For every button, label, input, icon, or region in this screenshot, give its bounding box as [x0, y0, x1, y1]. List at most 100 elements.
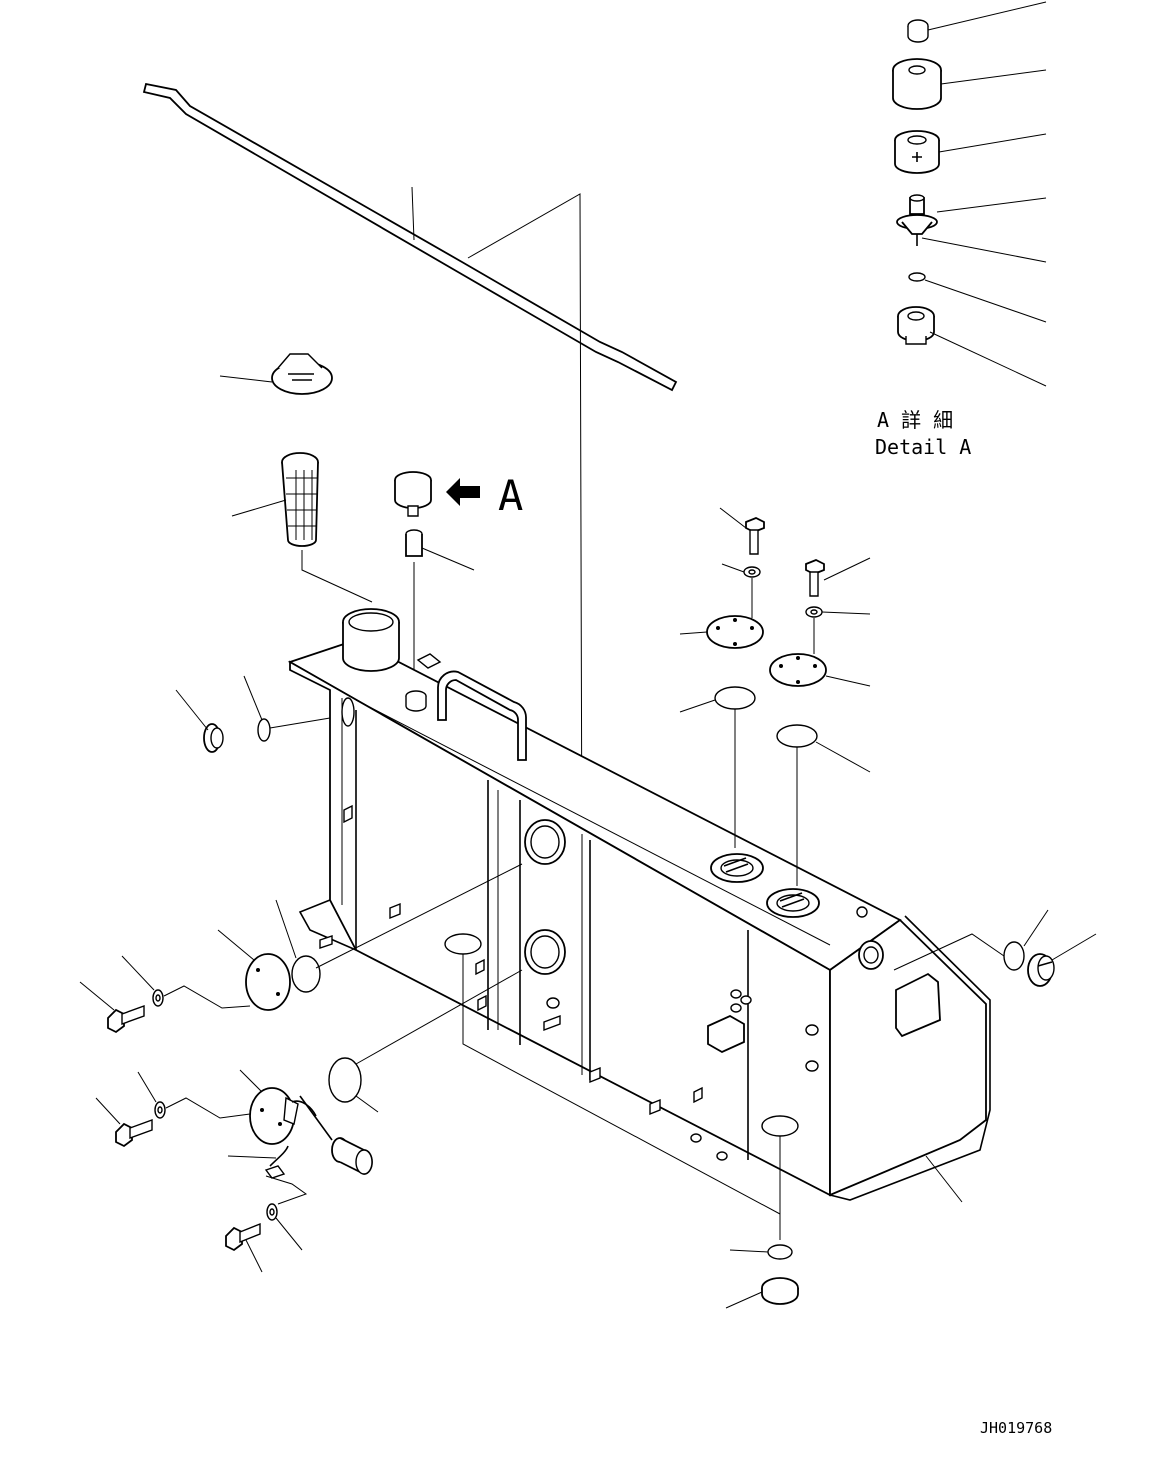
handle-pipe-part	[437, 670, 527, 761]
sight-gauge-lower-part	[524, 929, 566, 975]
washer-top-right-part	[805, 606, 823, 618]
cover-plate-right-part	[769, 653, 827, 687]
leader-line	[239, 1069, 263, 1093]
view-marker-label: A	[498, 471, 523, 520]
reference-line	[301, 550, 373, 603]
nut-part	[405, 690, 427, 712]
bolt-left-1-part	[107, 1005, 145, 1034]
adapter-part	[405, 529, 423, 557]
reference-line	[355, 969, 523, 1065]
bolt-top-left-part	[745, 517, 765, 555]
drain-plug-upper-left-part	[203, 723, 224, 753]
view-arrow-icon	[446, 478, 480, 506]
leader-line	[936, 197, 1047, 213]
bolt-left-3-part	[225, 1222, 261, 1252]
end-cover-plate-part	[895, 972, 941, 1038]
sight-gauge-upper-part	[524, 819, 566, 865]
detail-nut-part	[897, 306, 935, 345]
drain-plug-bottom-part	[761, 1277, 799, 1305]
reference-line	[269, 717, 331, 729]
gasket-right-part	[776, 724, 818, 748]
fuel-sender-part	[249, 1087, 317, 1145]
float-arm-part	[299, 1095, 333, 1141]
detail-breather-part	[894, 130, 940, 174]
leader-line	[79, 981, 115, 1011]
leader-line	[95, 1097, 121, 1125]
reference-line	[315, 863, 523, 969]
drawing-number: JH019768	[980, 1419, 1052, 1437]
reference-line	[265, 1175, 308, 1205]
leader-line	[245, 1239, 263, 1273]
leader-line	[927, 1, 1047, 31]
gasket-lower-left-part	[291, 955, 321, 993]
gasket-upper-left-part	[257, 718, 271, 742]
leader-line	[275, 1217, 303, 1251]
gasket-bottom-part	[767, 1244, 793, 1260]
fuel-tank-body	[287, 639, 991, 1201]
leader-line	[217, 929, 255, 961]
leader-line	[231, 499, 287, 517]
leader-line	[821, 611, 871, 615]
detail-a-parts	[892, 1, 1047, 387]
leader-line	[719, 507, 747, 529]
leader-line	[227, 1155, 277, 1159]
leader-line	[925, 1155, 963, 1203]
washer-top-left-part	[743, 566, 761, 578]
leader-line	[355, 1095, 379, 1113]
leader-line	[721, 563, 745, 573]
top-flange-left-part	[710, 853, 764, 883]
strainer-part	[281, 452, 319, 547]
bottom-opening-left-part	[444, 933, 482, 955]
leader-line	[725, 1291, 763, 1309]
reference-line	[163, 985, 251, 1009]
filler-neck-part	[342, 608, 400, 672]
float-part	[331, 1137, 373, 1175]
detail-cap-part	[907, 19, 929, 43]
end-port-part	[858, 940, 884, 970]
bracket-part	[416, 653, 442, 669]
drain-plug-right-end-part	[1027, 953, 1055, 987]
leader-line	[275, 899, 297, 959]
leader-line	[815, 741, 871, 773]
filler-cap-part	[271, 353, 333, 395]
reference-line	[462, 954, 781, 1215]
washer-left-1-part	[152, 989, 164, 1007]
leader-line	[729, 1249, 769, 1253]
leader-line	[940, 69, 1047, 85]
leader-line	[137, 1071, 157, 1103]
leader-line	[411, 186, 415, 241]
leader-line	[823, 557, 871, 581]
detail-label-en: Detail A	[875, 435, 971, 459]
leader-line	[219, 375, 273, 383]
gasket-lower-center-part	[328, 1057, 362, 1103]
top-flange-right-part	[766, 888, 820, 918]
bolt-left-2-part	[115, 1119, 153, 1148]
leader-line	[929, 331, 1047, 387]
gasket-right-end-part	[1003, 941, 1025, 971]
reference-line	[893, 933, 1005, 971]
leader-line	[938, 133, 1047, 153]
leader-line	[1023, 909, 1049, 947]
leader-line	[679, 631, 708, 635]
leader-line	[679, 699, 716, 713]
detail-label-jp: A 詳 細	[877, 408, 953, 432]
leader-line	[921, 237, 1047, 263]
leader-line	[1051, 933, 1097, 961]
leader-line	[825, 675, 871, 687]
leader-line	[421, 547, 475, 571]
gasket-left-part	[714, 686, 756, 710]
washer-left-2-part	[154, 1101, 166, 1119]
detail-valve-part	[896, 194, 938, 246]
tank-strap-part	[142, 82, 678, 392]
bolt-top-right-part	[805, 559, 825, 597]
leader-line	[175, 689, 209, 731]
sender-clip-part	[264, 1145, 289, 1179]
cover-plate-lower-left-part	[245, 953, 291, 1011]
detail-oring-part	[908, 272, 926, 282]
bottom-opening-right-part	[761, 1115, 799, 1137]
cover-plate-left-part	[706, 615, 764, 649]
washer-left-3-part	[266, 1203, 278, 1221]
leader-line	[243, 675, 263, 721]
detail-ring-part	[892, 58, 942, 110]
